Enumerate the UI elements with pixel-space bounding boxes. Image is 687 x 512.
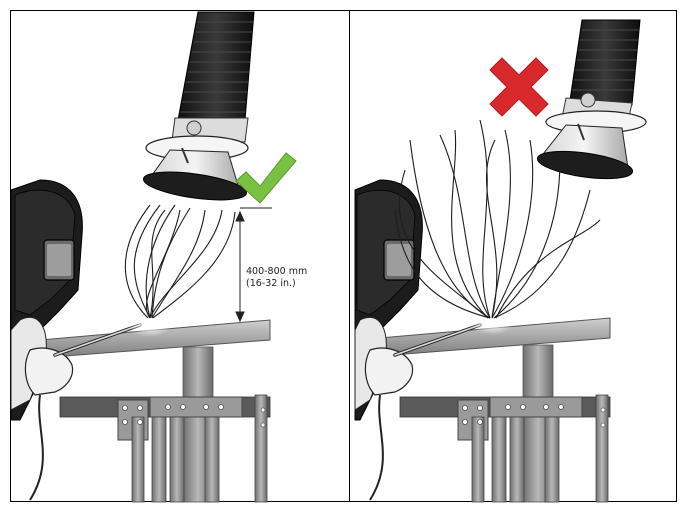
distance-label-in: (16-32 in.) xyxy=(246,278,296,289)
distance-label-mm: 400-800 mm xyxy=(246,266,307,277)
panel-correct: 400-800 mm (16-32 in.) xyxy=(11,11,350,503)
panel-incorrect xyxy=(350,11,677,503)
